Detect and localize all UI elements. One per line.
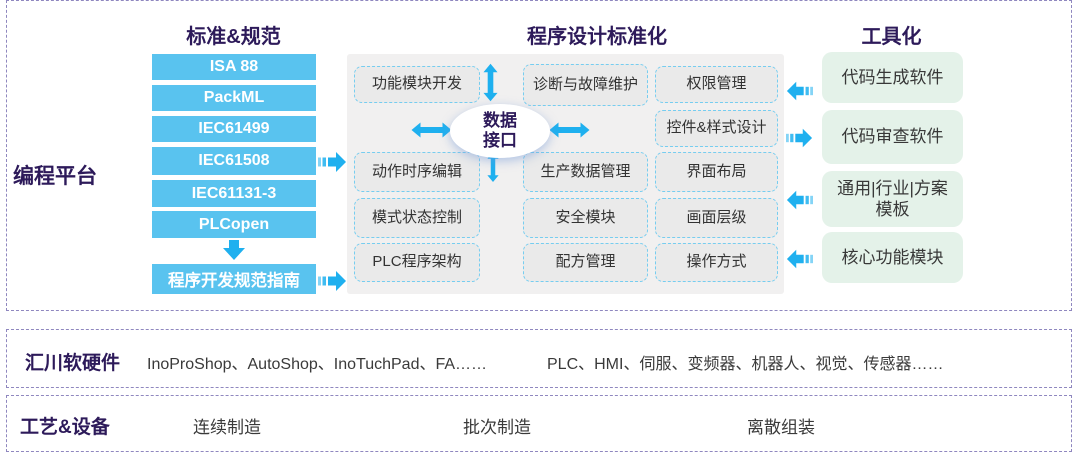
standard-item-iec61508: IEC61508 — [152, 147, 316, 175]
standards-title: 标准&规范 — [186, 26, 281, 48]
tooling-title: 工具化 — [861, 26, 922, 48]
platform-side-label: 编程平台 — [13, 165, 97, 188]
standard-item-iec61131: IEC61131-3 — [152, 180, 316, 207]
hub-line2: 接口 — [483, 131, 517, 150]
standardization-title: 程序设计标准化 — [527, 26, 667, 48]
standard-guide-box: 程序开发规范指南 — [152, 264, 316, 294]
arrow-down-icon — [223, 240, 245, 260]
std-node-mode-state: 模式状态控制 — [354, 198, 480, 238]
tool-code-review: 代码审查软件 — [822, 110, 963, 164]
std-node-ui-layout: 界面布局 — [655, 152, 778, 192]
std-node-action-sequence: 动作时序编辑 — [354, 152, 480, 192]
std-node-safety-module: 安全模块 — [523, 198, 648, 238]
process-discrete: 离散组装 — [747, 418, 815, 437]
standard-item-isa88: ISA 88 — [152, 54, 316, 80]
std-node-operation-mode: 操作方式 — [655, 243, 778, 282]
std-node-permissions: 权限管理 — [655, 66, 778, 103]
std-node-plc-architecture: PLC程序架构 — [354, 243, 480, 282]
standard-item-iec61499: IEC61499 — [152, 116, 316, 142]
software-list: InoProShop、AutoShop、InoTuchPad、FA…… — [147, 356, 488, 373]
soft-hardware-label: 汇川软硬件 — [25, 353, 121, 374]
standard-item-plcopen: PLCopen — [152, 211, 316, 238]
hub-line1: 数据 — [483, 111, 517, 131]
double-arrow-horizontal-icon — [549, 122, 590, 138]
soft-hardware-section — [6, 329, 1072, 388]
process-equipment-section — [6, 395, 1072, 452]
arrow-left-icon — [786, 190, 813, 210]
std-node-screen-levels: 画面层级 — [655, 198, 778, 238]
std-node-diagnostics: 诊断与故障维护 — [523, 64, 648, 106]
process-continuous: 连续制造 — [193, 418, 261, 437]
arrow-left-icon — [786, 81, 813, 101]
data-interface-hub: 数据 接口 — [450, 104, 550, 158]
arrow-right-icon — [318, 271, 346, 291]
double-arrow-vertical-icon — [487, 152, 499, 182]
process-equipment-label: 工艺&设备 — [20, 417, 110, 438]
arrow-left-icon — [786, 249, 813, 269]
tool-core-modules: 核心功能模块 — [822, 232, 963, 283]
hardware-list: PLC、HMI、伺服、变频器、机器人、视觉、传感器…… — [547, 356, 944, 373]
std-node-function-module: 功能模块开发 — [354, 66, 480, 103]
std-node-recipe: 配方管理 — [523, 243, 648, 282]
std-node-production-data: 生产数据管理 — [523, 152, 648, 192]
standard-item-packml: PackML — [152, 85, 316, 111]
std-node-widget-style: 控件&样式设计 — [655, 110, 778, 147]
arrow-right-icon — [786, 128, 813, 148]
arrow-right-icon — [318, 152, 346, 172]
double-arrow-vertical-icon — [483, 63, 498, 102]
process-batch: 批次制造 — [463, 418, 531, 437]
double-arrow-horizontal-icon — [411, 122, 452, 138]
tool-templates: 通用|行业|方案模板 — [822, 171, 963, 227]
tool-code-generation: 代码生成软件 — [822, 52, 963, 103]
